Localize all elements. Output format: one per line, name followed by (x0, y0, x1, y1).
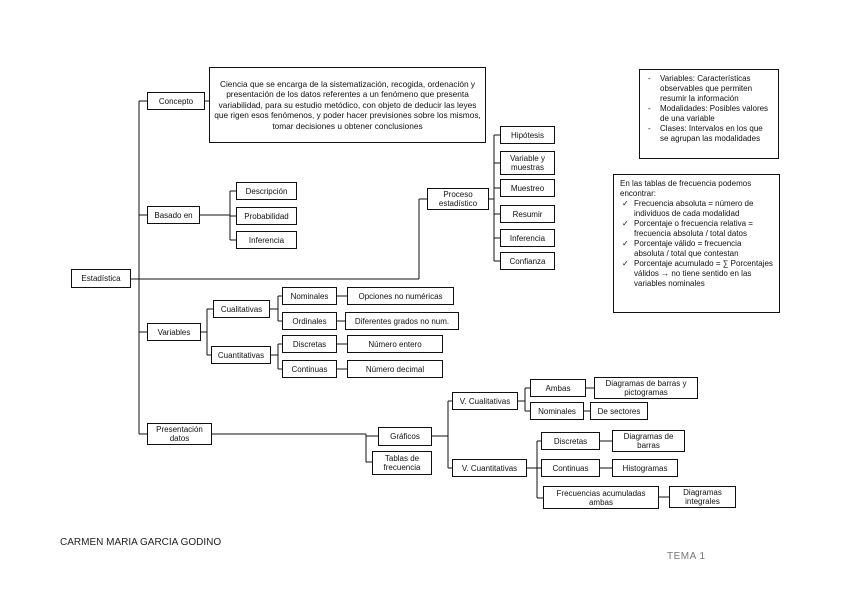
node-numero-decimal: Número decimal (347, 360, 443, 378)
note-tablas-item: Porcentaje acumulado = ∑ Porcentajes vál… (622, 259, 773, 289)
node-cualitativas: Cualitativas (213, 300, 270, 318)
node-descripcion: Descripción (236, 182, 297, 200)
node-proceso-estadistico: Proceso estadístico (427, 188, 489, 210)
node-variable-muestras: Variable y muestras (500, 151, 555, 175)
node-discretas: Discretas (282, 335, 337, 353)
note-variables: Variables: Características observables q… (639, 69, 779, 159)
node-ordinales: Ordinales (282, 312, 337, 330)
node-opciones-no-numericas: Opciones no numéricas (347, 287, 454, 305)
node-presentacion-datos: Presentación datos (147, 423, 212, 445)
node-concepto: Concepto (147, 92, 205, 110)
note-tablas-item: Frecuencia absoluta = número de individu… (622, 199, 773, 219)
note-tablas-item: Porcentaje o frecuencia relativa = frecu… (622, 219, 773, 239)
note-tablas-intro: En las tablas de frecuencia podemos enco… (620, 179, 752, 198)
node-hipotesis: Hipótesis (500, 126, 555, 144)
note-variables-item: Clases: Intervalos en los que se agrupan… (648, 124, 772, 144)
note-variables-list: Variables: Características observables q… (646, 74, 772, 144)
node-diagramas-barras-pictogramas: Diagramas de barras y pictogramas (594, 377, 698, 399)
note-tablas-list: Frecuencia absoluta = número de individu… (620, 199, 773, 289)
node-muestreo: Muestreo (500, 179, 555, 197)
note-tablas-item: Porcentaje válido = frecuencia absoluta … (622, 239, 773, 259)
node-cuantitativas: Cuantitativas (211, 346, 271, 364)
node-ambas: Ambas (530, 379, 586, 397)
node-numero-entero: Número entero (347, 335, 443, 353)
author-name: CARMEN MARIA GARCIA GODINO (60, 537, 222, 548)
node-inferencia: Inferencia (236, 231, 297, 249)
node-probabilidad: Probabilidad (236, 207, 297, 225)
node-confianza: Confianza (500, 252, 555, 270)
node-resumir: Resumir (500, 205, 555, 223)
node-diferentes-grados: Diferentes grados no num. (345, 312, 459, 330)
node-continuas: Continuas (282, 360, 337, 378)
node-graficos: Gráficos (378, 427, 432, 446)
node-estadistica: Estadística (71, 269, 131, 288)
note-variables-item: Variables: Características observables q… (648, 74, 772, 104)
node-basado-en: Basado en (147, 206, 200, 224)
tema-label: TEMA 1 (667, 551, 706, 562)
node-inferencia-proceso: Inferencia (500, 229, 555, 247)
node-definicion: Ciencia que se encarga de la sistematiza… (209, 67, 486, 143)
node-continuas-graficos: Continuas (541, 459, 600, 477)
node-v-cualitativas: V. Cualitativas (452, 392, 518, 410)
node-frecuencias-acumuladas: Frecuencias acumuladas ambas (543, 486, 659, 509)
node-v-cuantitativas: V. Cuantitativas (452, 459, 527, 477)
node-diagramas-barras: Diagramas de barras (612, 430, 685, 452)
node-de-sectores: De sectores (590, 402, 648, 420)
node-nominales: Nominales (282, 287, 337, 305)
node-histogramas: Histogramas (612, 459, 678, 477)
node-discretas-graficos: Discretas (541, 432, 600, 450)
node-nominales-graficos: Nominales (530, 402, 584, 420)
note-tablas-frecuencia: En las tablas de frecuencia podemos enco… (613, 174, 780, 313)
node-tablas-frecuencia: Tablas de frecuencia (372, 451, 432, 475)
note-variables-item: Modalidades: Posibles valores de una var… (648, 104, 772, 124)
node-diagramas-integrales: Diagramas integrales (669, 486, 736, 508)
node-variables: Variables (147, 323, 201, 341)
